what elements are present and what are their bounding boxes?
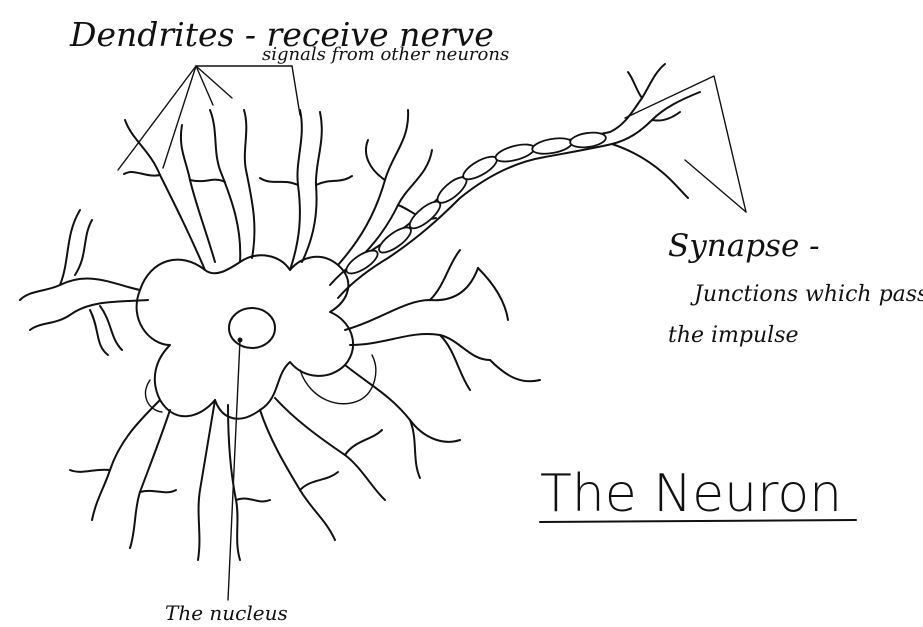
dendrites-description: signals from other neurons [262, 44, 509, 65]
nucleus-pointer-line [228, 340, 240, 600]
diagram-title: The Neuron [540, 464, 856, 524]
dendrite-pointer-lines [118, 66, 300, 170]
axon-terminal [610, 64, 700, 198]
diagram-title-text: The Neuron [540, 464, 842, 524]
synapse-label: Synapse - [668, 228, 820, 264]
nucleus [229, 308, 275, 348]
synapse-description-line2: the impulse [668, 323, 799, 348]
synapse-description-line1: Junctions which pass [690, 282, 923, 307]
nucleus-label: The nucleus [165, 601, 288, 625]
